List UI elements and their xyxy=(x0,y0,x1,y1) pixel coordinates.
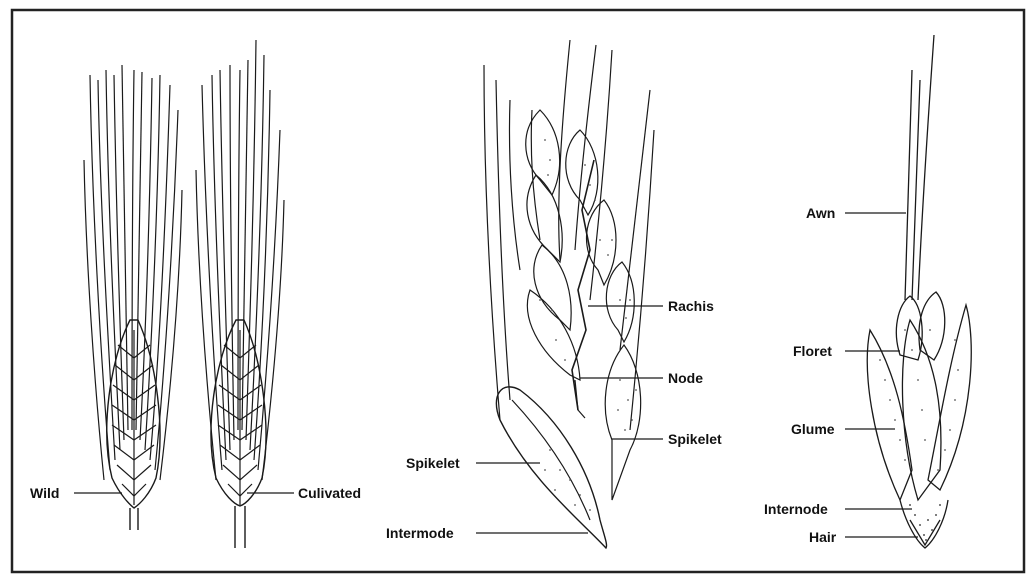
label-spikelet-left: Spikelet xyxy=(406,455,460,471)
label-spikelet-right: Spikelet xyxy=(668,431,722,447)
rachis-stipple xyxy=(539,139,637,511)
label-rachis: Rachis xyxy=(668,298,714,314)
frame-border xyxy=(12,10,1024,572)
label-node: Node xyxy=(668,370,703,386)
label-intermode: Intermode xyxy=(386,525,454,541)
rachis-spike-illustration xyxy=(484,40,654,548)
label-wild: Wild xyxy=(30,485,59,501)
label-glume: Glume xyxy=(791,421,835,437)
wild-ear-illustration xyxy=(84,65,182,530)
label-awn: Awn xyxy=(806,205,835,221)
label-hair: Hair xyxy=(809,529,836,545)
label-internode: Internode xyxy=(764,501,828,517)
label-culivated: Culivated xyxy=(298,485,361,501)
label-floret: Floret xyxy=(793,343,832,359)
cultivated-ear-illustration xyxy=(196,40,284,548)
spikelet-detail-illustration xyxy=(867,35,971,548)
